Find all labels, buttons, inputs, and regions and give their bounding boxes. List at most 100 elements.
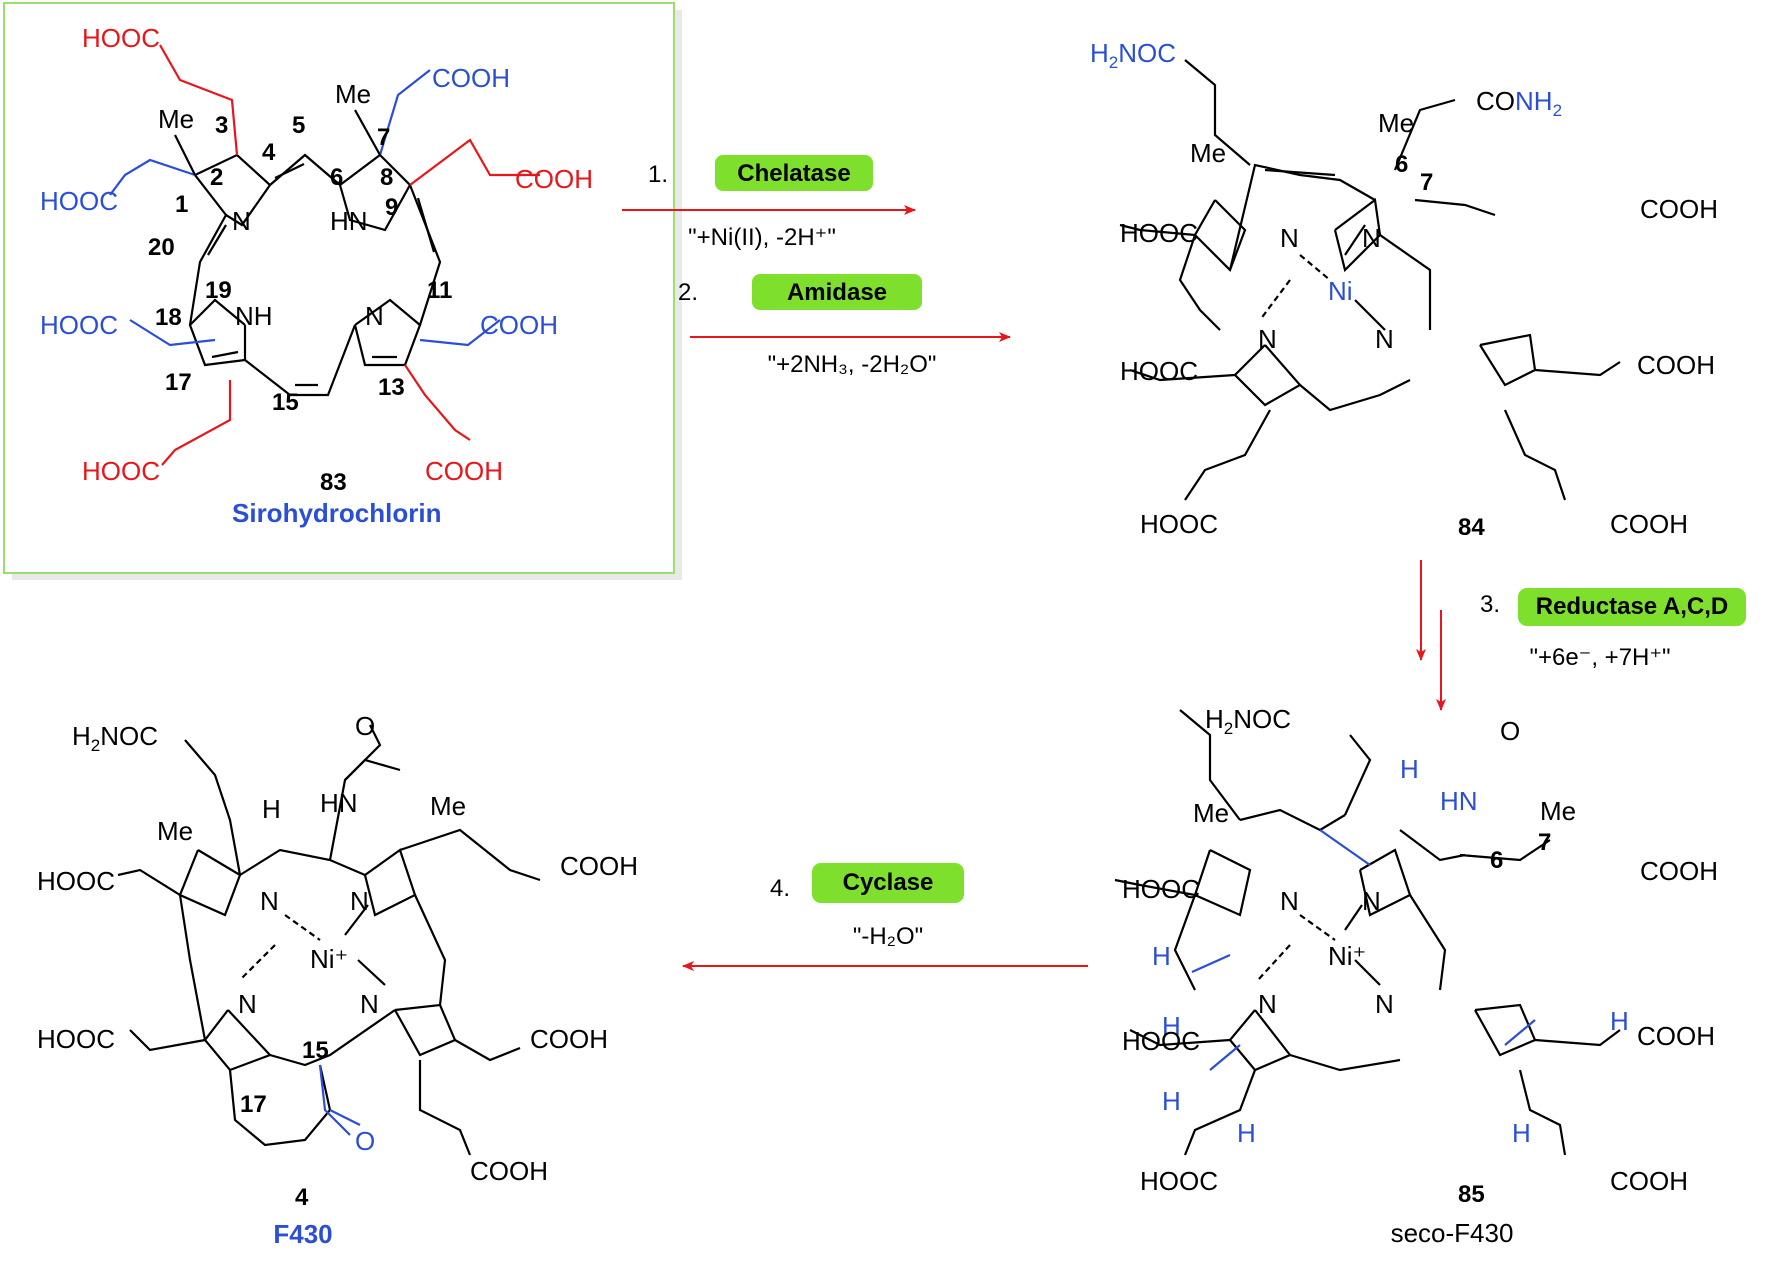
compound-85-labels: H2NOC O HN H Me Me 6 7 HOOC COOH N N Ni⁺… — [1122, 704, 1718, 1248]
atom-number: 7 — [1420, 169, 1433, 196]
n-label: N — [1280, 886, 1299, 916]
nh-label: NH — [235, 301, 273, 331]
enzyme-badge-reductase — [1518, 588, 1746, 626]
cooh-label: COOH — [515, 164, 593, 194]
step-3-index: 3. — [1480, 591, 1500, 618]
box-frame — [3, 2, 675, 574]
n-label: N — [1375, 324, 1394, 354]
cooh-label: COOH — [1637, 1021, 1715, 1051]
svg-text:13: 13 — [378, 374, 405, 401]
compound-85-structure — [1114, 709, 1621, 1156]
h-label: H — [262, 794, 281, 824]
compound-4-structure — [117, 724, 541, 1156]
cooh-label: COOH — [1610, 509, 1688, 539]
n-label: N — [260, 886, 279, 916]
enzyme-badge-amidase — [752, 274, 922, 310]
svg-text:2: 2 — [210, 164, 223, 191]
hooc-label: HOOC — [40, 310, 118, 340]
hooc-label: HOOC — [40, 186, 118, 216]
step-2: 2. Amidase "+2NH₃, -2H₂O" — [678, 274, 1011, 378]
h-label: H — [1162, 1011, 1181, 1041]
compound-4-number: 4 — [295, 1184, 309, 1211]
cooh-label: COOH — [530, 1024, 608, 1054]
n-label: N — [360, 989, 379, 1019]
compound-84-structure — [1119, 59, 1621, 501]
n-label: N — [365, 301, 384, 331]
cooh-label: COOH — [432, 63, 510, 93]
svg-text:5: 5 — [292, 112, 305, 139]
step-1-condition: "+Ni(II), -2H⁺" — [688, 224, 836, 251]
atom-number: 15 — [302, 1037, 329, 1064]
ni-label: Ni — [1328, 276, 1353, 306]
svg-text:15: 15 — [272, 389, 299, 416]
atom-number: 17 — [240, 1091, 267, 1118]
h-label: H — [1162, 1086, 1181, 1116]
h-label: H — [1152, 941, 1171, 971]
compound-83-name: Sirohydrochlorin — [232, 498, 441, 528]
n-label: N — [1375, 989, 1394, 1019]
atom-number: 6 — [1395, 151, 1408, 178]
me-label: Me — [157, 816, 193, 846]
step-1-index: 1. — [648, 161, 668, 188]
cooh-label: COOH — [1637, 350, 1715, 380]
svg-text:11: 11 — [427, 277, 452, 304]
h-label: H — [1237, 1118, 1256, 1148]
o-label: O — [1500, 716, 1520, 746]
cooh-label: COOH — [1640, 194, 1718, 224]
cooh-label: COOH — [470, 1156, 548, 1186]
n-label: N — [350, 886, 369, 916]
cooh-label: COOH — [425, 456, 503, 486]
o-label: O — [355, 711, 375, 741]
niplus-label: Ni⁺ — [1328, 941, 1366, 971]
step-4-enzyme: Cyclase — [843, 869, 934, 896]
hooc-label: HOOC — [82, 23, 160, 53]
n-label: N — [1362, 886, 1381, 916]
svg-text:8: 8 — [380, 164, 393, 191]
me-label: Me — [430, 791, 466, 821]
conh2-label: CONH2 — [1476, 86, 1562, 120]
hn-label: HN — [1440, 786, 1478, 816]
niplus-label: Ni⁺ — [310, 944, 348, 974]
compound-83-structure — [109, 44, 540, 466]
step-3-condition: "+6e⁻, +7H⁺" — [1529, 644, 1670, 671]
n-label: N — [1362, 223, 1381, 253]
hn-label: HN — [330, 206, 368, 236]
hooc-label: HOOC — [37, 1024, 115, 1054]
hooc-label: HOOC — [82, 456, 160, 486]
enzyme-badge-chelatase — [715, 155, 873, 191]
enzyme-badge-cyclase — [812, 863, 964, 903]
svg-text:9: 9 — [385, 194, 398, 221]
compound-84-number: 84 — [1458, 514, 1485, 541]
me-label: Me — [1193, 798, 1229, 828]
n-label: N — [238, 989, 257, 1019]
compound-84-labels: H2NOC ​ CONH2 Me Me 6 7 HOOC COOH N N Ni… — [1090, 38, 1718, 541]
svg-text:17: 17 — [165, 369, 192, 396]
h-label: H — [1512, 1118, 1531, 1148]
h2noc-label: H2NOC — [1090, 38, 1176, 72]
svg-text:4: 4 — [262, 139, 276, 166]
hooc-label: HOOC — [37, 866, 115, 896]
atom-number: 7 — [1538, 829, 1551, 856]
compound-83-number: 83 — [320, 469, 347, 496]
svg-text:1: 1 — [175, 191, 188, 218]
svg-text:3: 3 — [215, 112, 228, 139]
atom-number: 6 — [1490, 847, 1503, 874]
hooc-label: HOOC — [1140, 1166, 1218, 1196]
compound-83-box — [3, 2, 682, 580]
step-2-condition: "+2NH₃, -2H₂O" — [768, 351, 937, 378]
step-2-index: 2. — [678, 279, 698, 306]
step-2-enzyme: Amidase — [787, 279, 887, 306]
step-4-index: 4. — [770, 875, 790, 902]
step-1-enzyme: Chelatase — [737, 160, 850, 187]
n-label: N — [232, 206, 251, 236]
step-4: 4. Cyclase "-H₂O" — [682, 863, 1088, 971]
hooc-label: HOOC — [1120, 218, 1198, 248]
cooh-label: COOH — [480, 310, 558, 340]
svg-text:20: 20 — [148, 234, 175, 261]
svg-text:19: 19 — [205, 277, 232, 304]
hooc-label: HOOC — [1122, 874, 1200, 904]
compound-83-atom-numbers: 3 5 4 7 2 6 8 1 9 20 19 11 18 17 15 13 — [148, 112, 452, 416]
h-label: H — [1610, 1006, 1629, 1036]
compound-83-labels: HOOC COOH Me Me COOH HOOC N HN NH N HOOC… — [40, 23, 593, 528]
n-label: N — [1258, 989, 1277, 1019]
